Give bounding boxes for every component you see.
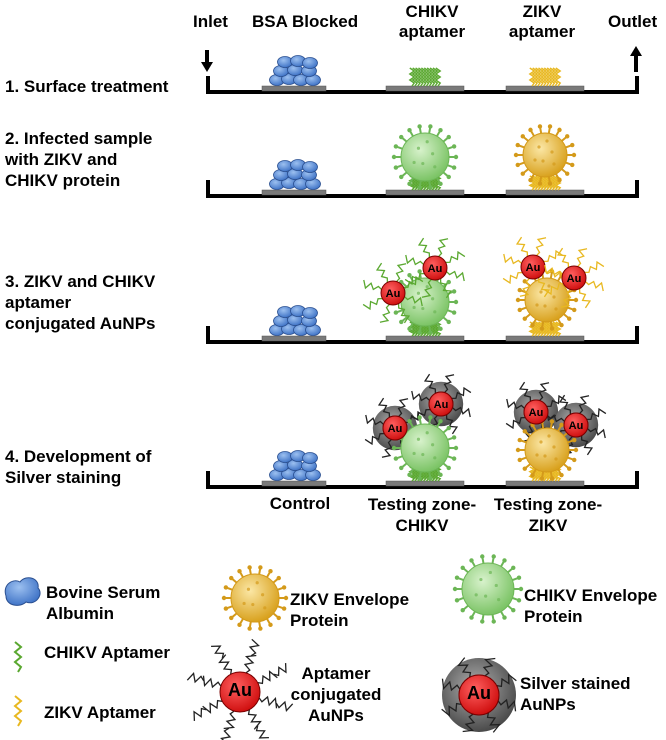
legend-zikv-aptamer-icon xyxy=(13,695,23,727)
step-2-label: 2. Infected sample with ZIKV and CHIKV p… xyxy=(5,129,153,190)
au-core: Au xyxy=(428,391,454,417)
channel-row-2 xyxy=(206,180,639,198)
chikv-aptamer-header: CHIKV aptamer xyxy=(398,2,466,41)
aptamer-aunp: Au xyxy=(543,247,605,309)
legend-bsa-icon xyxy=(4,577,41,606)
legend-silver-aunp-label: Silver stained AuNPs xyxy=(520,674,631,714)
outlet-arrow xyxy=(630,46,642,72)
aptamer-aunp: Au xyxy=(404,237,466,299)
chikv-pad xyxy=(385,335,465,342)
au-text: Au xyxy=(428,263,443,275)
zikv-aptamer-array xyxy=(528,175,562,191)
control-pad xyxy=(261,189,327,196)
chikv-protein xyxy=(391,124,459,190)
step-1-label: 1. Surface treatment xyxy=(5,77,169,96)
au-text: Au xyxy=(526,262,541,274)
au-text: Au xyxy=(529,407,544,419)
au-core: Au xyxy=(523,399,549,425)
au-text: Au xyxy=(228,680,252,700)
step-4-label: 4. Development of Silver staining xyxy=(5,447,152,487)
step-3-label: 3. ZIKV and CHIKV aptamer conjugated AuN… xyxy=(5,272,156,333)
chikv-protein xyxy=(391,415,459,481)
zikv-pad xyxy=(505,189,585,196)
au-text: Au xyxy=(467,683,491,703)
legend-aptamer-aunp-tails xyxy=(186,638,294,740)
zikv-aptamer-header: ZIKV aptamer xyxy=(508,2,576,41)
zikv-protein xyxy=(513,124,577,186)
bsa-blocked-label: BSA Blocked xyxy=(252,12,359,31)
chikv-pad xyxy=(385,480,465,487)
outlet-label: Outlet xyxy=(608,12,658,31)
au-text: Au xyxy=(569,420,584,432)
bsa-cluster xyxy=(269,305,321,336)
au-core: Au xyxy=(563,412,589,438)
bsa-cluster xyxy=(269,55,321,86)
channel-row-3 xyxy=(206,326,639,344)
aptamer-aunp: Au xyxy=(362,262,424,324)
zikv-pad xyxy=(505,480,585,487)
legend-chikv-aptamer-label: CHIKV Aptamer xyxy=(44,643,170,662)
legend-chikv-protein-label: CHIKV Envelope Protein xyxy=(524,586,658,626)
legend-aptamer-aunp-icon: Au xyxy=(202,654,278,730)
bsa-cluster xyxy=(269,450,321,481)
zone-control-label: Control xyxy=(269,494,331,513)
zikv-aptamer-array xyxy=(528,67,562,87)
au-core: Au xyxy=(458,674,500,716)
chikv-pad xyxy=(385,85,465,92)
chikv-aptamer-array xyxy=(408,67,442,87)
zikv-pad xyxy=(505,85,585,92)
inlet-arrow xyxy=(201,50,213,72)
legend-bsa-label: Bovine Serum Albumin xyxy=(46,583,161,623)
aptamer-aunp: Au xyxy=(502,236,564,298)
au-text: Au xyxy=(434,399,449,411)
legend-chikv-protein-icon xyxy=(452,554,524,624)
zikv-pad xyxy=(505,335,585,342)
control-pad xyxy=(261,480,327,487)
au-text: Au xyxy=(388,423,403,435)
chikv-pad xyxy=(385,189,465,196)
legend-aptamer-aunp-label: Aptamer conjugated AuNPs xyxy=(290,664,382,725)
control-pad xyxy=(261,335,327,342)
inlet-label: Inlet xyxy=(193,12,228,31)
zone-zikv-label: Testing zone- ZIKV xyxy=(493,495,603,535)
legend-zikv-protein-icon xyxy=(221,565,289,631)
au-core: Au xyxy=(382,415,408,441)
au-text: Au xyxy=(386,288,401,300)
zikv-protein xyxy=(515,419,579,481)
chikv-protein xyxy=(391,269,459,335)
au-text: Au xyxy=(567,273,582,285)
control-pad xyxy=(261,85,327,92)
channel-row-1 xyxy=(206,76,639,94)
legend-chikv-aptamer-icon xyxy=(13,641,23,673)
legend-zikv-aptamer-label: ZIKV Aptamer xyxy=(44,703,156,722)
zone-chikv-label: Testing zone- CHIKV xyxy=(367,495,477,535)
legend-zikv-protein-label: ZIKV Envelope Protein xyxy=(290,590,410,630)
bsa-cluster xyxy=(269,159,321,190)
channel-row-4 xyxy=(206,471,639,489)
